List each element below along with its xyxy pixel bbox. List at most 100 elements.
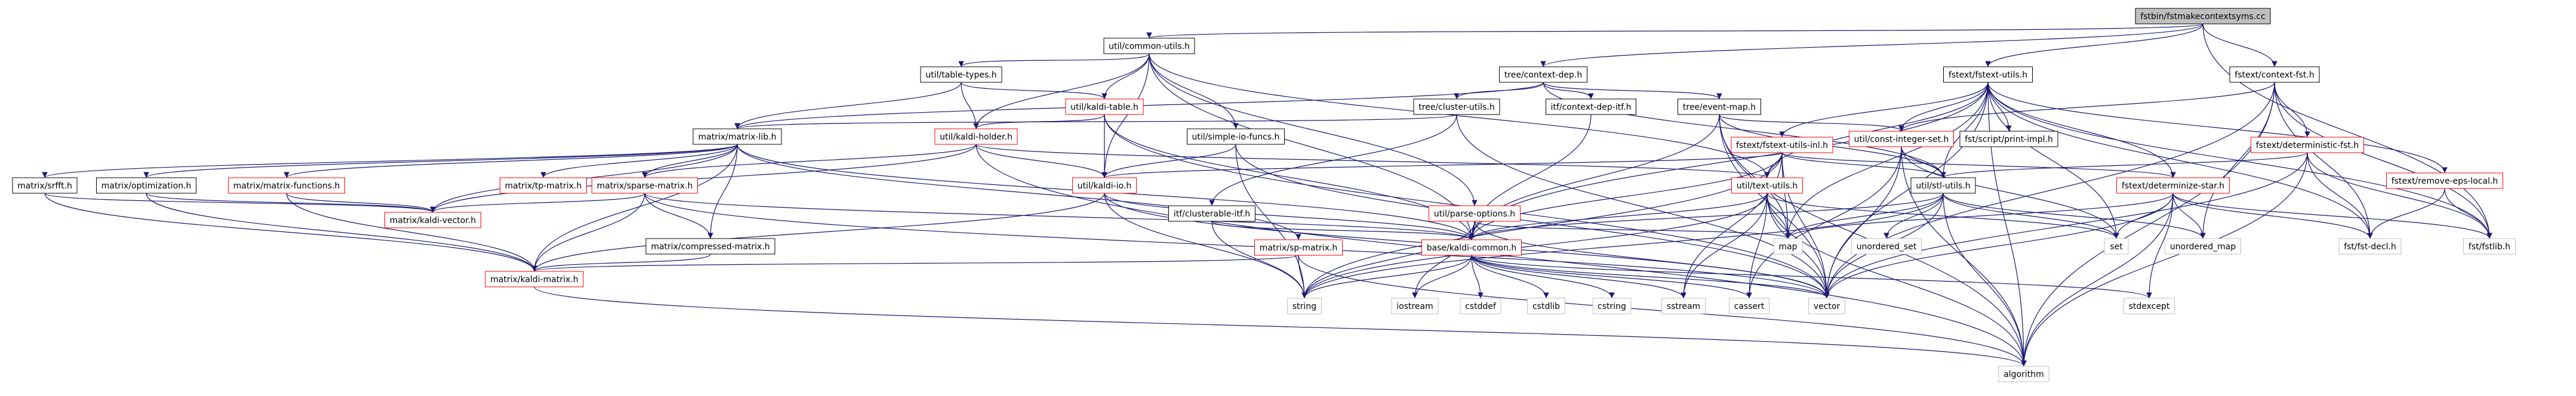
node-matrix-tp-matrix[interactable]: matrix/tp-matrix.h (500, 177, 587, 194)
edge-fstext-fstext-utils-to-util-text-utils (1764, 82, 1989, 178)
node-map: map (1773, 238, 1803, 255)
node-label: vector (1814, 302, 1841, 311)
node-matrix-kaldi-vector[interactable]: matrix/kaldi-vector.h (384, 212, 481, 228)
node-cstring: cstring (1592, 298, 1632, 314)
node-matrix-matrix-functions[interactable]: matrix/matrix-functions.h (228, 177, 345, 194)
node-util-common-utils[interactable]: util/common-utils.h (1103, 38, 1195, 54)
node-box (1959, 131, 2058, 147)
node-util-kaldi-io[interactable]: util/kaldi-io.h (1072, 177, 1137, 194)
edge-base-kaldi-common-to-cstddef (1471, 255, 1484, 299)
node-matrix-srfft[interactable]: matrix/srfft.h (12, 177, 78, 194)
edge-base-kaldi-common-to-sstream (1471, 255, 1686, 299)
node-box (1421, 239, 1522, 256)
node-box (1499, 66, 1587, 83)
node-box (1943, 66, 2033, 83)
edge-util-stl-utils-to-unordered-set (1883, 193, 1944, 239)
edge-util-text-utils-to-set (1766, 193, 2119, 239)
node-fstext-determinize-star[interactable]: fstext/determinize-star.h (2116, 177, 2230, 194)
node-vector: vector (1808, 298, 1845, 314)
edge-fstext-context-fst-to-fstext-deterministic-fst (2274, 82, 2310, 138)
node-label: fst/fstlib.h (2469, 242, 2510, 252)
node-label: set (2110, 242, 2123, 252)
node-box (1592, 298, 1632, 314)
node-util-text-utils[interactable]: util/text-utils.h (1731, 177, 1803, 194)
node-tree-cluster-utils[interactable]: tree/cluster-utils.h (1413, 98, 1500, 115)
node-label: tree/context-dep.h (1504, 70, 1582, 80)
node-box (1065, 98, 1144, 115)
node-box (1287, 298, 1322, 314)
edge-fstext-fstext-utils-to-util-const-integer-set (1898, 82, 1989, 132)
node-label: matrix/kaldi-vector.h (390, 216, 476, 225)
edge-fstext-context-fst-to-vector (1824, 82, 2275, 299)
edge-fstext-fstext-utils-inl-to-base-kaldi-common (1469, 152, 1783, 240)
node-box (1168, 205, 1255, 222)
edge-util-table-types-to-matrix-matrix-lib (734, 82, 962, 129)
edge-matrix-matrix-lib-to-matrix-optimization (143, 144, 738, 178)
node-tree-context-dep[interactable]: tree/context-dep.h (1499, 66, 1587, 83)
node-util-kaldi-holder[interactable]: util/kaldi-holder.h (934, 128, 1018, 145)
edge-util-stl-utils-to-base-kaldi-common (1469, 193, 1944, 240)
node-box (1731, 137, 1833, 153)
node-util-stl-utils[interactable]: util/stl-utils.h (1910, 177, 1976, 194)
node-box (1998, 366, 2049, 382)
node-algorithm: algorithm (1998, 366, 2049, 382)
edge-util-kaldi-holder-to-matrix-sparse-matrix (642, 144, 977, 178)
node-label: util/kaldi-holder.h (940, 132, 1012, 142)
node-matrix-sparse-matrix[interactable]: matrix/sparse-matrix.h (592, 177, 698, 194)
edge-util-stl-utils-to-set (1943, 193, 2119, 239)
edge-fstext-deterministic-fst-to-algorithm (2021, 152, 2308, 367)
node-label: matrix/compressed-matrix.h (651, 242, 770, 252)
node-box (1103, 38, 1195, 54)
edge-matrix-sp-matrix-to-matrix-kaldi-matrix (531, 255, 1299, 272)
node-tree-event-map[interactable]: tree/event-map.h (1678, 98, 1761, 115)
node-box (1527, 298, 1565, 314)
node-box (1661, 298, 1706, 314)
node-fstext-context-fst[interactable]: fstext/context-fst.h (2229, 66, 2320, 83)
node-label: fst/fst-decl.h (2344, 242, 2396, 252)
edge-fstext-fstext-utils-to-fstext-determinize-star (1987, 82, 2176, 178)
node-matrix-optimization[interactable]: matrix/optimization.h (96, 177, 196, 194)
node-itf-clusterable-itf[interactable]: itf/clusterable-itf.h (1168, 205, 1255, 222)
node-matrix-matrix-lib[interactable]: matrix/matrix-lib.h (693, 128, 782, 145)
node-box (592, 177, 698, 194)
edge-fstext-fstext-utils-to-map (1785, 82, 1989, 239)
node-util-parse-options[interactable]: util/parse-options.h (1429, 205, 1521, 222)
node-matrix-kaldi-matrix[interactable]: matrix/kaldi-matrix.h (485, 271, 584, 287)
node-fst-script-print-impl[interactable]: fst/script/print-impl.h (1959, 131, 2058, 147)
edge-matrix-srfft-to-matrix-kaldi-vector (44, 193, 436, 213)
node-base-kaldi-common[interactable]: base/kaldi-common.h (1421, 239, 1522, 256)
node-box (2116, 177, 2230, 194)
edge-util-parse-options-to-vector (1474, 221, 1830, 299)
node-fstext-fstext-utils[interactable]: fstext/fstext-utils.h (1943, 66, 2033, 83)
edge-util-text-utils-to-sstream (1681, 193, 1768, 299)
node-root[interactable]: fstbin/fstmakecontextsyms.cc (2135, 8, 2271, 24)
edge-matrix-kaldi-matrix-to-algorithm (534, 286, 2027, 367)
edge-matrix-sp-matrix-to-string (1298, 255, 1307, 299)
edge-fstext-fstext-utils-to-fstext-fstext-utils-inl (1779, 82, 1989, 138)
node-matrix-compressed-matrix[interactable]: matrix/compressed-matrix.h (645, 238, 775, 255)
edge-matrix-matrix-lib-to-matrix-compressed-matrix (707, 144, 738, 239)
node-util-const-integer-set[interactable]: util/const-integer-set.h (1849, 131, 1954, 147)
node-fstext-deterministic-fst[interactable]: fstext/deterministic-fst.h (2251, 137, 2364, 153)
node-box (693, 128, 782, 145)
node-fstext-remove-eps-local[interactable]: fstext/remove-eps-local.h (2386, 172, 2503, 189)
node-util-table-types[interactable]: util/table-types.h (920, 66, 1002, 83)
node-label: itf/clusterable-itf.h (1174, 209, 1250, 219)
node-util-kaldi-table[interactable]: util/kaldi-table.h (1065, 98, 1144, 115)
edge-fstext-context-fst-to-util-const-integer-set (1898, 82, 2275, 132)
edge-util-stl-utils-to-algorithm (1943, 193, 2027, 367)
node-label: cstddef (1465, 302, 1497, 311)
node-itf-context-dep-itf[interactable]: itf/context-dep-itf.h (1546, 98, 1636, 115)
node-util-simple-io-funcs[interactable]: util/simple-io-funcs.h (1187, 128, 1285, 145)
node-label: matrix/tp-matrix.h (505, 181, 582, 191)
edge-fstext-fstext-utils-to-set (1987, 82, 2119, 239)
node-label: util/stl-utils.h (1916, 181, 1970, 191)
node-matrix-sp-matrix[interactable]: matrix/sp-matrix.h (1254, 239, 1343, 256)
node-label: unordered_map (2170, 242, 2236, 252)
node-label: matrix/srfft.h (17, 181, 72, 191)
edge-matrix-matrix-lib-to-matrix-srfft (42, 144, 738, 178)
node-fstext-fstext-utils-inl[interactable]: fstext/fstext-utils-inl.h (1731, 137, 1833, 153)
edge-matrix-compressed-matrix-to-matrix-kaldi-matrix (531, 253, 711, 272)
edge-root-to-fstext-fstext-utils (1985, 23, 2203, 67)
node-label: tree/event-map.h (1683, 103, 1756, 112)
